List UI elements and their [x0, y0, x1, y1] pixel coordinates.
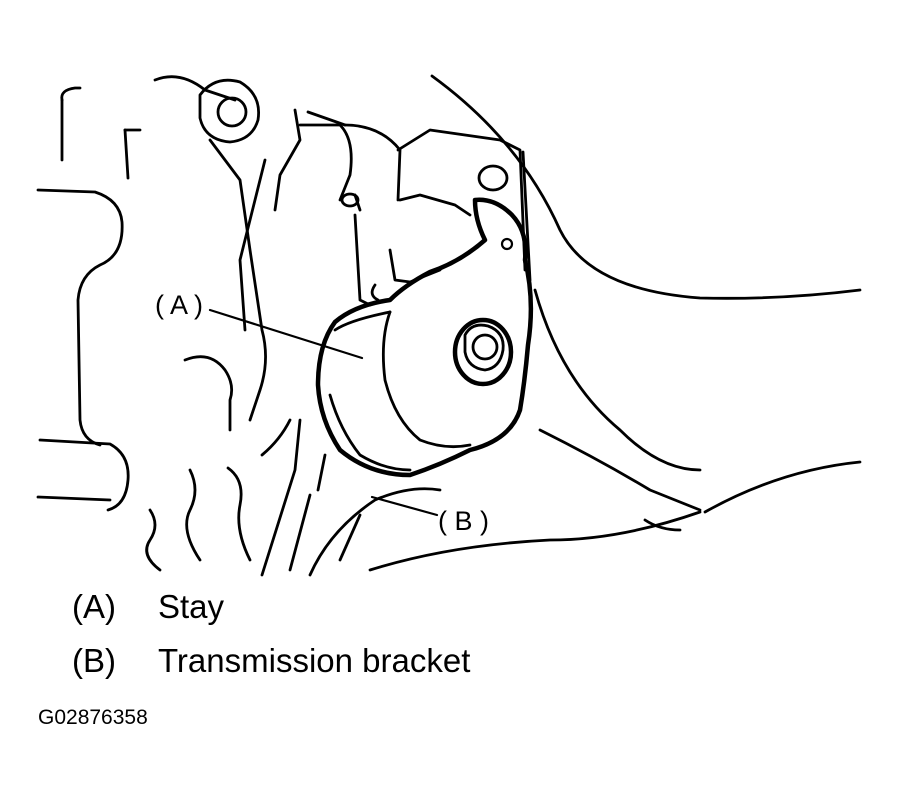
callout-leader-b [370, 495, 439, 517]
figure-id: G02876358 [38, 706, 148, 729]
callout-label-a: ( A ) [155, 290, 203, 320]
legend-row-a: (A) Stay [72, 588, 470, 642]
callout-leaders [208, 308, 439, 517]
transmission-stay-illustration: ( A ) ( B ) [36, 74, 862, 577]
body-panels [368, 74, 862, 572]
legend: (A) Stay (B) Transmission bracket [72, 588, 470, 696]
lower-housing [260, 418, 442, 577]
engine-block-outline [36, 75, 292, 572]
mounting-plate [353, 128, 527, 307]
callout-leader-a [208, 308, 364, 360]
legend-key: (A) [72, 588, 116, 625]
legend-key: (B) [72, 642, 116, 679]
shaft [238, 108, 402, 332]
stay-component [315, 197, 534, 478]
legend-row-b: (B) Transmission bracket [72, 642, 470, 696]
callout-label-b: ( B ) [438, 506, 489, 536]
bolt-head-upper [198, 78, 260, 144]
legend-label: Stay [158, 588, 225, 625]
legend-label: Transmission bracket [158, 642, 471, 679]
